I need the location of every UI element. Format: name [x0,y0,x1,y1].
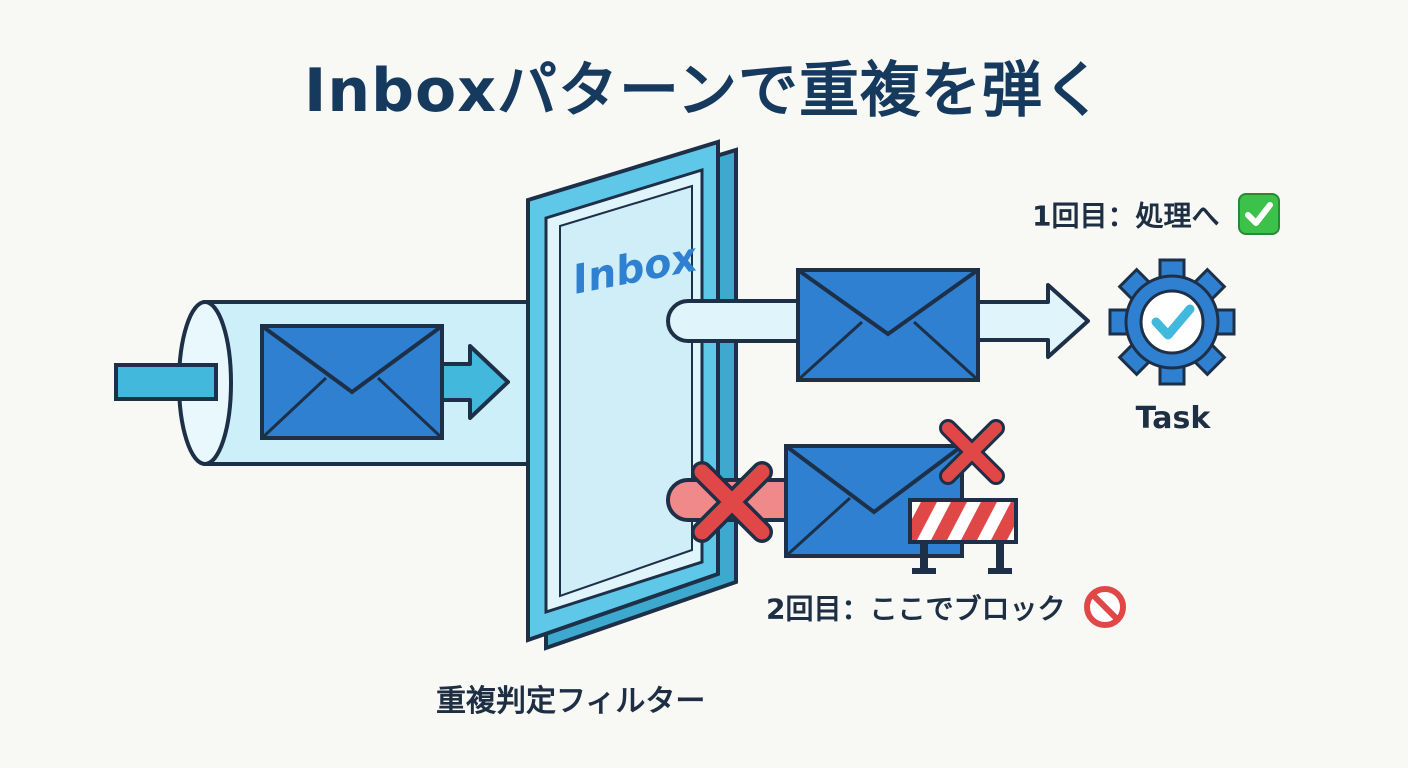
task-label: Task [1136,401,1212,436]
first-time-text: 1回目：処理へ [1032,199,1220,233]
page-title: Inboxパターンで重複を弾く [304,56,1104,126]
first-time-label: 1回目：処理へ [1032,192,1281,243]
inbox-filter-panel: Inbox [526,139,738,651]
second-time-text: 2回目：ここでブロック [766,592,1066,626]
second-time-label: 2回目：ここでブロック [766,585,1127,636]
pipe-arrow-icon [440,344,510,420]
barrier-icon [908,498,1018,574]
block-cross-icon [691,461,773,543]
incoming-envelope-icon [260,324,444,440]
accepted-envelope-icon [796,268,980,382]
envelope-cross-icon [939,419,1005,485]
incoming-arrow [114,363,218,401]
filter-caption: 重複判定フィルター [436,684,706,719]
prohibited-icon [1083,585,1127,636]
check-mark-icon [1237,192,1281,243]
gear-check-icon [1108,258,1236,386]
